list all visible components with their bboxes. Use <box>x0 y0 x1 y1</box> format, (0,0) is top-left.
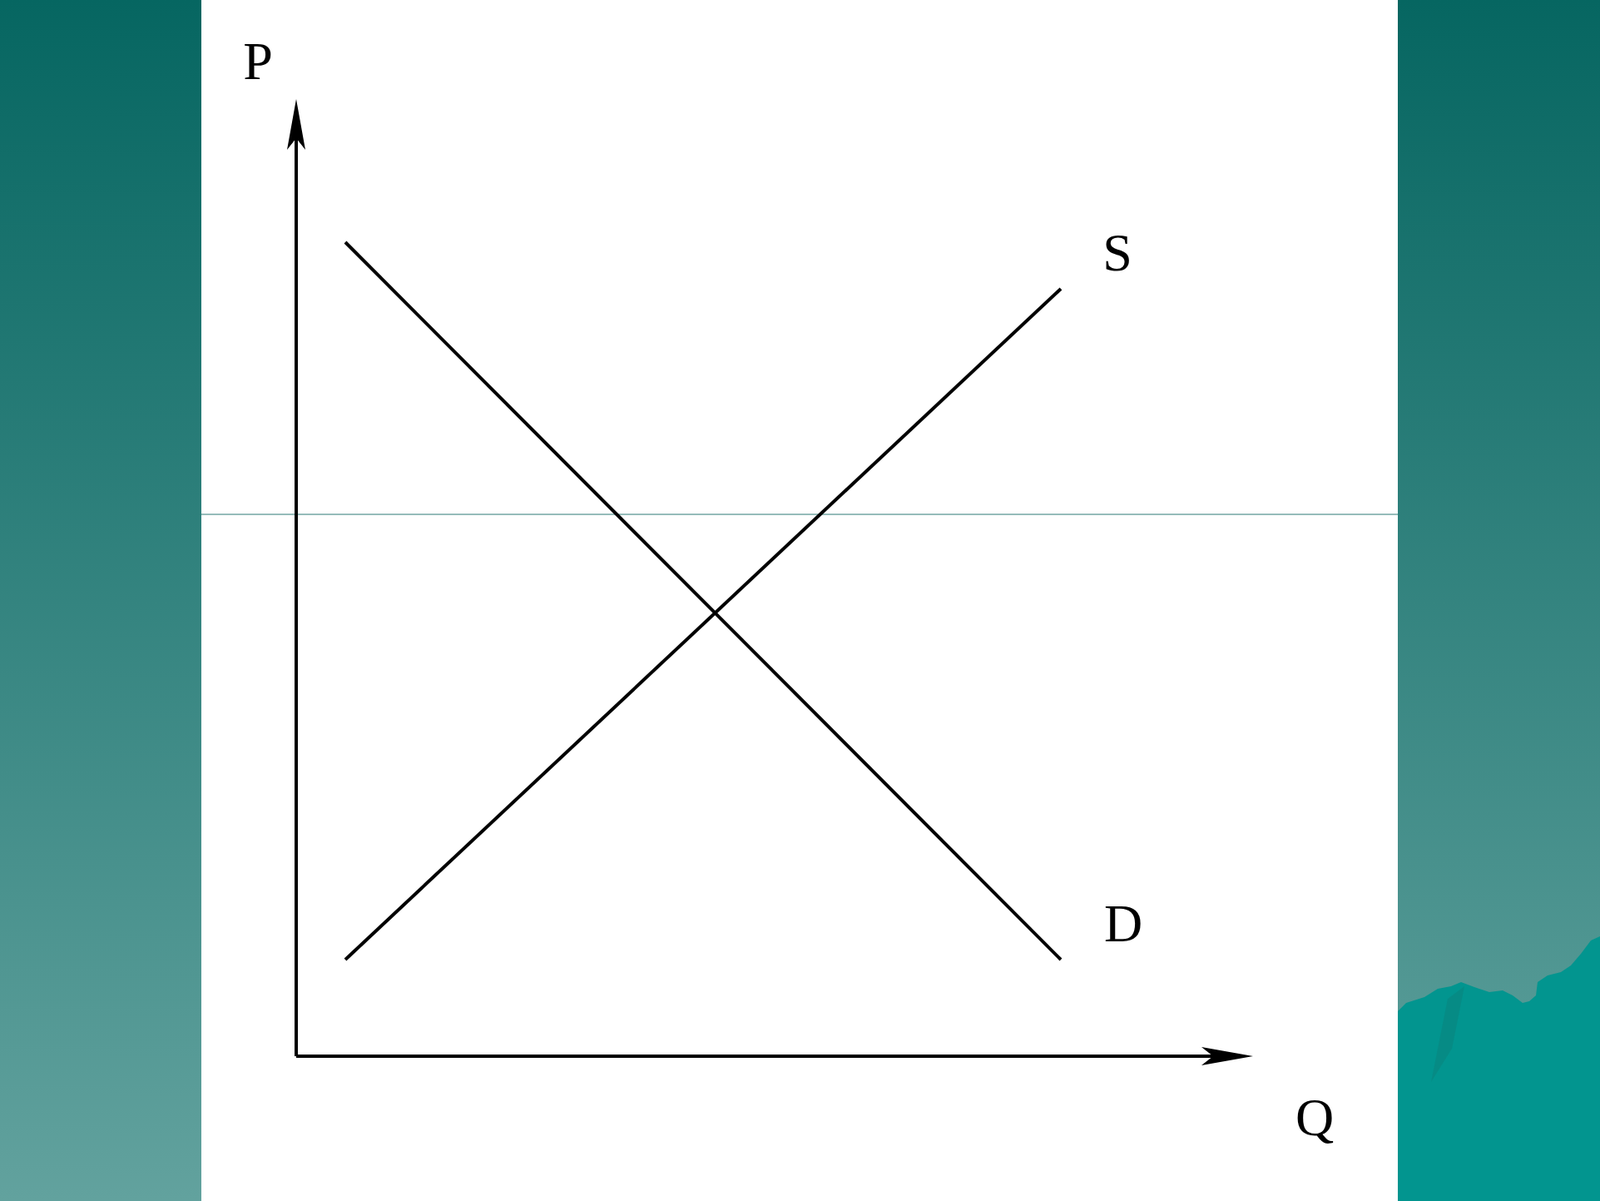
quantity-axis <box>296 1054 1232 1058</box>
price-axis <box>294 124 298 1056</box>
axis-arrowhead <box>1201 1046 1254 1066</box>
curve-label: D <box>1104 896 1143 951</box>
supply-curve <box>345 288 1061 960</box>
side-bar <box>1397 0 1600 1201</box>
divider-line <box>201 513 1398 515</box>
demand-curve <box>345 242 1061 960</box>
decorative-hills <box>1431 985 1465 1082</box>
slide-panel <box>201 3 1398 1199</box>
axis-label: Q <box>1295 1090 1334 1145</box>
curve-label: S <box>1102 226 1133 280</box>
axis-arrowhead <box>287 99 306 150</box>
decorative-hills <box>1397 936 1600 1201</box>
axis-label: P <box>242 34 273 89</box>
side-bar <box>0 0 202 1201</box>
